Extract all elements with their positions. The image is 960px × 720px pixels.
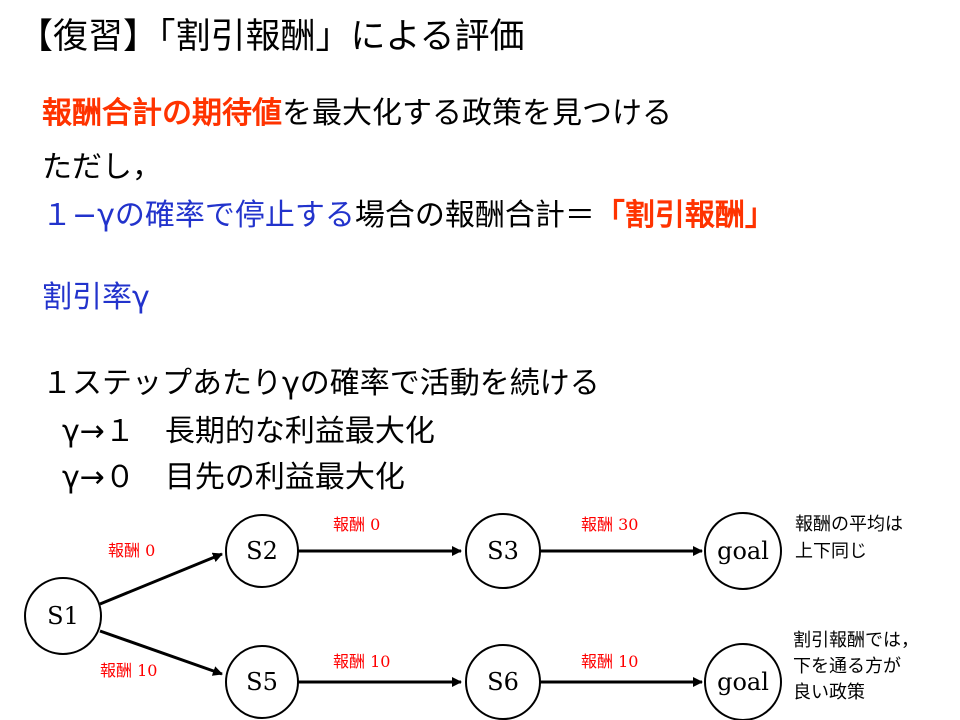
edge-label-s5-s6: 報酬 10 <box>333 652 390 671</box>
note-top-line-1: 報酬の平均は <box>795 514 903 535</box>
svg-text:S1: S1 <box>47 602 79 630</box>
step-continue-line: １ステップあたりγの確率で活動を続ける <box>42 366 600 401</box>
gamma-to-zero-line: γ→０ 目先の利益最大化 <box>62 452 405 496</box>
node-s1: S1 <box>24 577 102 655</box>
state-transition-diagram: 報酬 0 報酬 10 報酬 0 報酬 30 報酬 10 報酬 10 S1 S2 … <box>24 512 919 720</box>
edge-label-s6-goal: 報酬 10 <box>581 652 638 671</box>
svg-text:goal: goal <box>717 668 769 696</box>
objective-line: 報酬合計の期待値を最大化する政策を見つける <box>42 88 672 132</box>
gamma-to-zero-lhs: γ→０ <box>62 460 135 495</box>
edge-label-s2-s3: 報酬 0 <box>333 515 380 534</box>
svg-text:S6: S6 <box>487 668 519 696</box>
svg-text:goal: goal <box>717 537 769 565</box>
svg-text:S2: S2 <box>246 537 278 565</box>
node-s5: S5 <box>225 645 299 719</box>
reward-sum-text: 場合の報酬合計＝ <box>354 198 595 233</box>
edge-s1-s5 <box>99 629 223 676</box>
edge-s1-s2 <box>99 552 223 606</box>
stop-probability-text: １−γの確率で停止する <box>42 198 355 233</box>
however-line: ただし， <box>42 150 162 185</box>
discount-rate-label: 割引率γ <box>42 280 150 315</box>
note-top-line-2: 上下同じ <box>795 541 867 562</box>
note-bottom-line-2: 下を通る方が <box>793 656 901 677</box>
note-bottom-line-1: 割引報酬では， <box>793 630 919 651</box>
note-bottom-line-3: 良い政策 <box>793 682 865 703</box>
gamma-to-zero-rhs: 目先の利益最大化 <box>164 460 405 495</box>
svg-text:S3: S3 <box>487 537 519 565</box>
node-s6: S6 <box>465 644 541 720</box>
node-goal-top: goal <box>704 512 782 590</box>
svg-text:S5: S5 <box>246 668 278 696</box>
gamma-to-one-line: γ→１ 長期的な利益最大化 <box>62 406 435 450</box>
discounted-reward-term: 「割引報酬」 <box>594 198 775 233</box>
edge-label-s3-goal: 報酬 30 <box>581 515 638 534</box>
node-s2: S2 <box>225 514 299 588</box>
gamma-to-one-rhs: 長期的な利益最大化 <box>164 414 435 449</box>
node-s3: S3 <box>465 513 541 589</box>
page-title: 【復習】「割引報酬」による評価 <box>18 17 525 57</box>
edge-label-s1-s2: 報酬 0 <box>108 541 155 560</box>
edge-label-s1-s5: 報酬 10 <box>100 661 157 680</box>
objective-rest: を最大化する政策を見つける <box>282 96 672 131</box>
discount-definition-line: １−γの確率で停止する場合の報酬合計＝「割引報酬」 <box>42 190 775 234</box>
expected-reward-highlight: 報酬合計の期待値 <box>42 96 282 131</box>
node-goal-bottom: goal <box>704 643 782 720</box>
gamma-to-one-lhs: γ→１ <box>62 414 135 449</box>
